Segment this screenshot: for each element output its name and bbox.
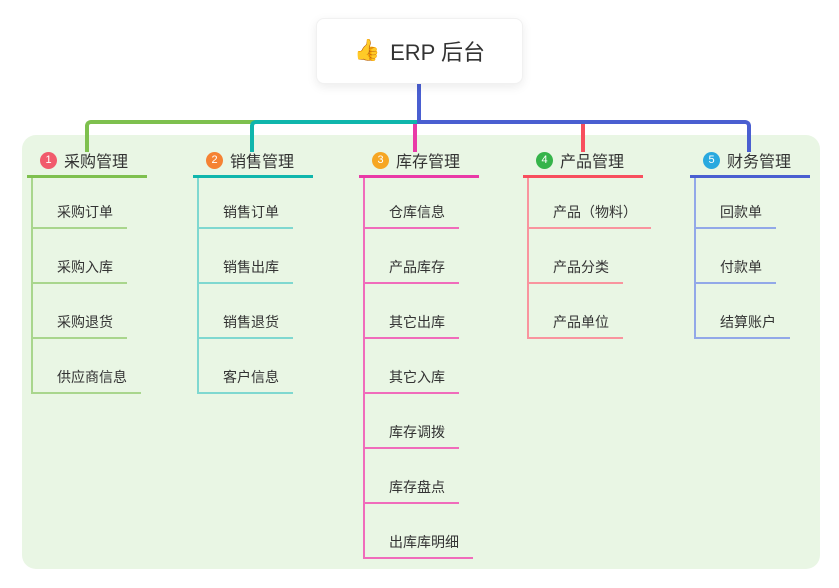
- child-row: 供应商信息: [33, 339, 147, 394]
- connector-root-drop: [417, 84, 421, 124]
- branch-node-3[interactable]: 3 库存管理: [359, 150, 479, 178]
- branch-label: 销售管理: [230, 154, 295, 171]
- branch-children: 回款单付款单结算账户: [694, 178, 810, 339]
- branch-4: 4 产品管理产品（物料） 产品分类产品单位: [523, 150, 651, 339]
- branch-node-2[interactable]: 2 销售管理: [193, 150, 313, 178]
- branch-node-1[interactable]: 1 采购管理: [27, 150, 147, 178]
- child-row: 产品库存: [365, 229, 479, 284]
- child-node[interactable]: 采购入库: [33, 257, 127, 284]
- child-row: 产品单位: [529, 284, 643, 339]
- child-node[interactable]: 销售出库: [199, 257, 293, 284]
- child-row: 采购退货: [33, 284, 147, 339]
- child-row: 回款单: [696, 178, 810, 229]
- branch-number-badge: 1: [40, 151, 57, 169]
- branch-number-badge: 3: [372, 151, 389, 169]
- child-node[interactable]: 采购退货: [33, 312, 127, 339]
- child-node[interactable]: 产品分类: [529, 257, 623, 284]
- child-node[interactable]: 回款单: [696, 202, 776, 229]
- connector-branch3-drop: [413, 124, 417, 152]
- child-row: 销售出库: [199, 229, 313, 284]
- branch-node-4[interactable]: 4 产品管理: [523, 150, 643, 178]
- child-node[interactable]: 仓库信息: [365, 202, 459, 229]
- child-node[interactable]: 库存调拨: [365, 422, 459, 449]
- child-node[interactable]: 付款单: [696, 257, 776, 284]
- child-node[interactable]: 采购订单: [33, 202, 127, 229]
- branch-2: 2 销售管理销售订单销售出库销售退货客户信息: [193, 150, 313, 394]
- child-node[interactable]: 供应商信息: [33, 367, 141, 394]
- branch-children: 销售订单销售出库销售退货客户信息: [197, 178, 313, 394]
- child-node[interactable]: 销售订单: [199, 202, 293, 229]
- child-row: 客户信息: [199, 339, 313, 394]
- connector-branch5: [417, 120, 751, 152]
- child-row: 结算账户: [696, 284, 810, 339]
- branch-number-badge: 2: [206, 151, 223, 169]
- branch-number-badge: 4: [536, 151, 553, 169]
- connector-branch2: [250, 120, 419, 152]
- child-node[interactable]: 产品单位: [529, 312, 623, 339]
- child-row: 库存调拨: [365, 394, 479, 449]
- child-node[interactable]: 产品库存: [365, 257, 459, 284]
- child-row: 采购入库: [33, 229, 147, 284]
- child-node[interactable]: 其它出库: [365, 312, 459, 339]
- child-row: 仓库信息: [365, 178, 479, 229]
- branch-label: 库存管理: [396, 154, 461, 171]
- child-row: 其它入库: [365, 339, 479, 394]
- connector-branch4-drop: [581, 124, 585, 152]
- child-row: 其它出库: [365, 284, 479, 339]
- root-node[interactable]: 👍 ERP 后台: [316, 18, 523, 84]
- thumbs-up-icon: 👍: [353, 39, 381, 62]
- child-node[interactable]: 其它入库: [365, 367, 459, 394]
- child-node[interactable]: 结算账户: [696, 312, 790, 339]
- child-row: 产品（物料）: [529, 178, 651, 229]
- child-node[interactable]: 销售退货: [199, 312, 293, 339]
- branch-children: 采购订单采购入库采购退货供应商信息: [31, 178, 147, 394]
- branch-number-badge: 5: [703, 151, 720, 169]
- branch-1: 1 采购管理采购订单采购入库采购退货供应商信息: [27, 150, 147, 394]
- branch-label: 产品管理: [560, 154, 625, 171]
- child-row: 付款单: [696, 229, 810, 284]
- child-node[interactable]: 库存盘点: [365, 477, 459, 504]
- branches-panel: [22, 135, 820, 569]
- root-node-label: ERP 后台: [390, 40, 486, 65]
- child-row: 出库库明细: [365, 504, 479, 559]
- branch-label: 财务管理: [727, 154, 792, 171]
- child-row: 销售订单: [199, 178, 313, 229]
- branch-3: 3 库存管理仓库信息产品库存其它出库其它入库库存调拨库存盘点出库库明细: [359, 150, 479, 559]
- child-row: 销售退货: [199, 284, 313, 339]
- branch-children: 产品（物料） 产品分类产品单位: [527, 178, 651, 339]
- child-row: 产品分类: [529, 229, 643, 284]
- branch-label: 采购管理: [64, 154, 129, 171]
- child-node[interactable]: 出库库明细: [365, 532, 473, 559]
- connector-branch1: [85, 120, 256, 152]
- child-row: 库存盘点: [365, 449, 479, 504]
- branch-children: 仓库信息产品库存其它出库其它入库库存调拨库存盘点出库库明细: [363, 178, 479, 559]
- branch-node-5[interactable]: 5 财务管理: [690, 150, 810, 178]
- child-row: 采购订单: [33, 178, 147, 229]
- child-node[interactable]: 产品（物料）: [529, 202, 651, 229]
- branch-5: 5 财务管理回款单付款单结算账户: [690, 150, 810, 339]
- child-node[interactable]: 客户信息: [199, 367, 293, 394]
